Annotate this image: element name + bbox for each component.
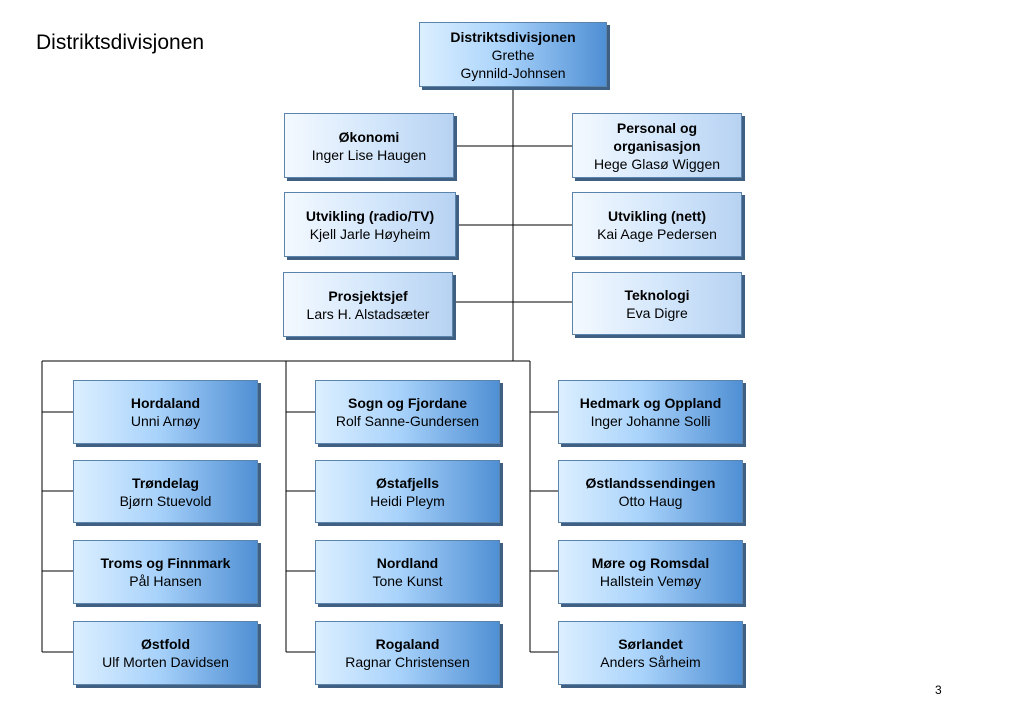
box-title: Østlandssendingen: [585, 474, 716, 491]
page-number: 3: [935, 683, 942, 697]
box-title: Distriktsdivisjonen: [450, 28, 576, 45]
org-box-teknologi: Teknologi Eva Digre: [572, 272, 742, 335]
org-box-prosjektsjef: Prosjektsjef Lars H. Alstadsæter: [283, 272, 453, 337]
org-box-distriktsdivisjonen: Distriktsdivisjonen Grethe Gynnild-Johns…: [419, 22, 607, 87]
box-name: Anders Sårheim: [600, 654, 701, 670]
box-name: Ragnar Christensen: [345, 654, 470, 670]
box-title: Sogn og Fjordane: [348, 395, 467, 411]
box-title: Personal og: [616, 119, 698, 136]
box-name: Heidi Pleym: [370, 492, 445, 509]
box-name: Hege Glasø Wiggen: [593, 155, 721, 172]
box-title: Utvikling (nett): [608, 207, 706, 224]
org-box-hordaland: Hordaland Unni Arnøy: [73, 380, 258, 444]
box-name: Ulf Morten Davidsen: [102, 654, 229, 670]
box-name: Kai Aage Pedersen: [597, 225, 717, 242]
box-title: Trøndelag: [132, 474, 199, 491]
org-box-more-og-romsdal: Møre og Romsdal Hallstein Vemøy: [558, 540, 743, 604]
box-title: Troms og Finnmark: [100, 555, 231, 571]
org-box-sogn-og-fjordane: Sogn og Fjordane Rolf Sanne-Gundersen: [315, 380, 500, 444]
box-name: Tone Kunst: [372, 573, 443, 589]
org-box-utvikling-radio-tv: Utvikling (radio/TV) Kjell Jarle Høyheim: [284, 192, 456, 257]
box-name: Lars H. Alstadsæter: [306, 305, 430, 322]
org-box-ostlandssendingen: Østlandssendingen Otto Haug: [558, 460, 743, 523]
org-box-rogaland: Rogaland Ragnar Christensen: [315, 621, 500, 685]
box-title: Møre og Romsdal: [591, 555, 710, 571]
box-name: Grethe: [491, 46, 535, 63]
box-name: Inger Johanne Solli: [590, 413, 711, 429]
org-box-sorlandet: Sørlandet Anders Sårheim: [558, 621, 743, 685]
org-box-ostfold: Østfold Ulf Morten Davidsen: [73, 621, 258, 685]
page-title: Distriktsdivisjonen: [36, 31, 205, 54]
org-box-trondelag: Trøndelag Bjørn Stuevold: [73, 460, 258, 523]
box-title: Østafjells: [375, 474, 440, 491]
org-box-personal-og-organisasjon: Personal og organisasjon Hege Glasø Wigg…: [572, 113, 742, 178]
box-title: Prosjektsjef: [328, 287, 408, 304]
box-title: Nordland: [376, 555, 439, 571]
box-title: organisasjon: [613, 137, 701, 154]
box-name: Rolf Sanne-Gundersen: [335, 413, 480, 429]
box-name: Kjell Jarle Høyheim: [309, 225, 431, 242]
box-name: Pål Hansen: [129, 573, 202, 589]
box-title: Hordaland: [130, 395, 201, 411]
org-box-ostafjells: Østafjells Heidi Pleym: [315, 460, 500, 523]
box-name: Otto Haug: [618, 492, 683, 509]
box-name: Hallstein Vemøy: [599, 573, 702, 589]
org-box-hedmark-og-oppland: Hedmark og Oppland Inger Johanne Solli: [558, 380, 743, 444]
box-name: Unni Arnøy: [130, 413, 201, 429]
box-title: Hedmark og Oppland: [579, 395, 722, 411]
box-name: Inger Lise Haugen: [311, 146, 427, 163]
box-name: Bjørn Stuevold: [119, 492, 212, 509]
box-title: Utvikling (radio/TV): [305, 207, 435, 224]
box-title: Økonomi: [338, 128, 400, 145]
org-box-nordland: Nordland Tone Kunst: [315, 540, 500, 604]
box-name: Gynnild-Johnsen: [460, 64, 566, 81]
box-title: Østfold: [141, 636, 190, 652]
box-title: Teknologi: [624, 286, 690, 303]
box-title: Sørlandet: [618, 636, 683, 652]
box-name: Eva Digre: [626, 304, 688, 321]
org-box-okonomi: Økonomi Inger Lise Haugen: [284, 113, 454, 178]
box-title: Rogaland: [375, 636, 440, 652]
org-box-utvikling-nett: Utvikling (nett) Kai Aage Pedersen: [572, 192, 742, 257]
org-box-troms-og-finnmark: Troms og Finnmark Pål Hansen: [73, 540, 258, 604]
